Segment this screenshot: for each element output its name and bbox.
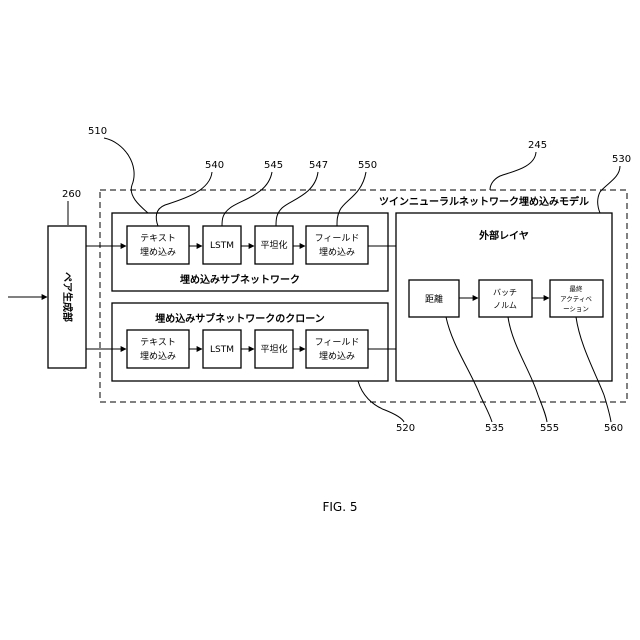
distance-label: 距離 <box>425 293 443 305</box>
clone-field-embed-block <box>306 330 368 368</box>
field-embed-block <box>306 226 368 264</box>
batchnorm-block <box>479 280 532 317</box>
text-embed-line2: 埋め込み <box>140 247 176 258</box>
ref-555: 555 <box>540 423 559 434</box>
clone-text-embed-line2: 埋め込み <box>140 351 176 362</box>
activation-line2: アクティベ <box>560 295 592 303</box>
lstm-label: LSTM <box>210 241 234 251</box>
ref-535: 535 <box>485 423 504 434</box>
clone-flatten-label: 平坦化 <box>260 343 287 355</box>
figure-label: FIG. 5 <box>322 500 357 514</box>
outer-layer-title: 外部レイヤ <box>478 229 529 242</box>
batchnorm-line2: ノルム <box>493 301 517 310</box>
clone-title: 埋め込みサブネットワークのクローン <box>155 312 325 325</box>
clone-field-embed-line2: 埋め込み <box>319 351 355 362</box>
pair-generator-label: ペア生成部 <box>61 272 74 322</box>
clone-text-embed-block <box>127 330 189 368</box>
ref-510: 510 <box>88 126 107 137</box>
clone-text-embed-line1: テキスト <box>140 337 176 348</box>
ref-520: 520 <box>396 423 415 434</box>
clone-field-embed-line1: フィールド <box>315 338 360 348</box>
batchnorm-line1: バッチ <box>493 288 517 297</box>
ref-547: 547 <box>309 160 328 171</box>
flatten-label: 平坦化 <box>260 239 287 251</box>
text-embed-block <box>127 226 189 264</box>
clone-lstm-label: LSTM <box>210 345 234 355</box>
ref-540: 540 <box>205 160 224 171</box>
ref-545: 545 <box>264 160 283 171</box>
ref-560: 560 <box>604 423 623 434</box>
activation-line1: 最終 <box>570 284 584 293</box>
ref-550: 550 <box>358 160 377 171</box>
leader-245 <box>490 152 536 190</box>
field-embed-line1: フィールド <box>315 234 360 244</box>
model-title: ツインニューラルネットワーク埋め込みモデル <box>379 195 589 208</box>
ref-245: 245 <box>528 140 547 151</box>
activation-line3: ーション <box>563 305 589 313</box>
subnetwork-title: 埋め込みサブネットワーク <box>180 273 300 286</box>
ref-530: 530 <box>612 154 631 165</box>
text-embed-line1: テキスト <box>140 233 176 244</box>
leader-510 <box>104 138 148 213</box>
field-embed-line2: 埋め込み <box>319 247 355 258</box>
ref-260: 260 <box>62 189 81 200</box>
